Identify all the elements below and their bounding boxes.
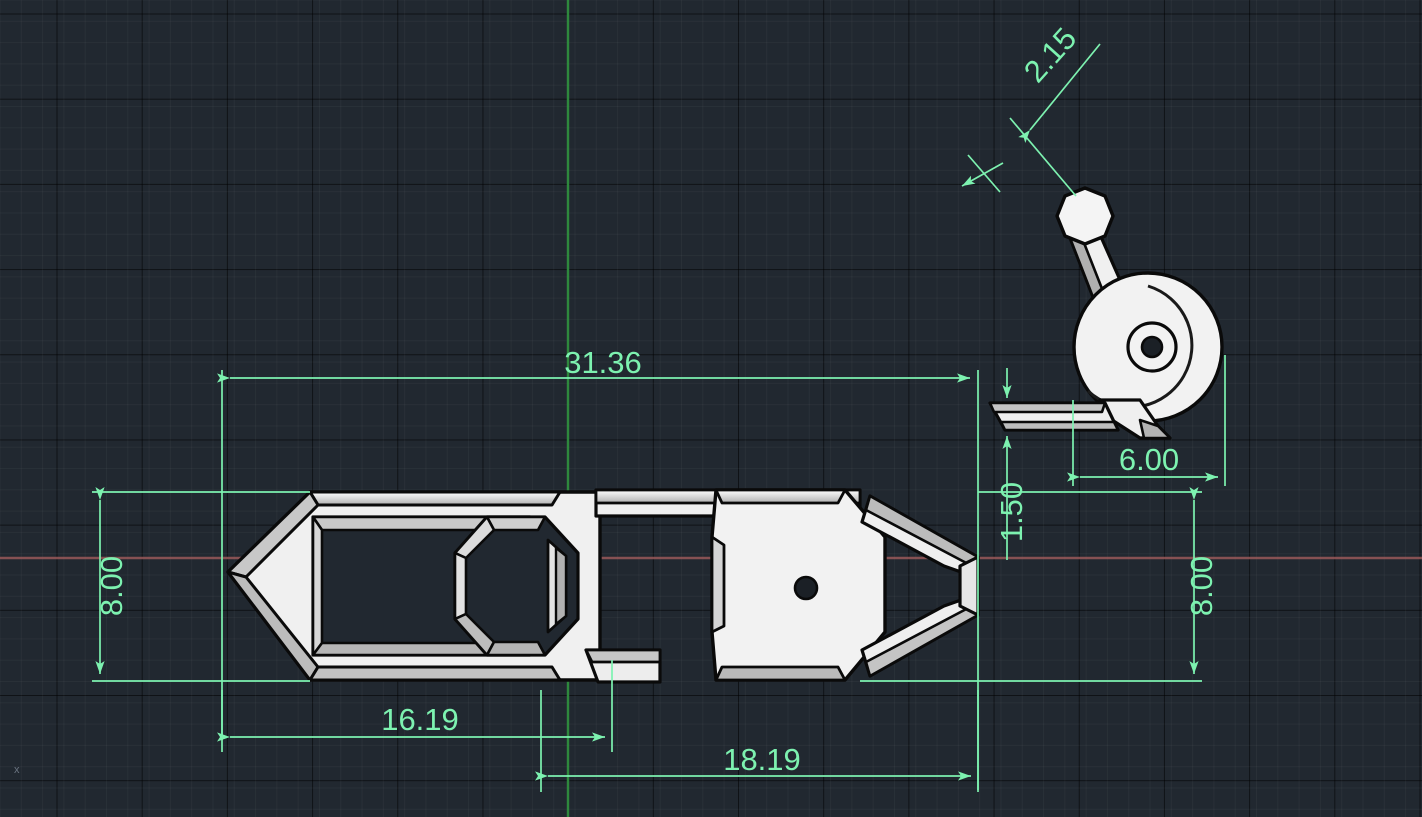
dimension-2-15[interactable] [961, 43, 1101, 197]
link-lower-tab-bevel [584, 648, 662, 664]
dim-label-8-00-right: 8.00 [1184, 556, 1219, 616]
dim-2-15-ext-2 [1009, 117, 1077, 197]
link-disc-bevel-bottom [714, 665, 847, 682]
dim-2-15-line-b [961, 162, 1004, 187]
dimension-annotations[interactable] [92, 43, 1226, 792]
dim-label-2-15: 2.15 [1017, 21, 1083, 89]
flat-plate-top-bevel [988, 401, 1107, 414]
link-fork-tip [958, 555, 980, 617]
part-hub-lever-assembly[interactable] [988, 186, 1224, 440]
knob-octagon [1055, 186, 1115, 246]
dim-label-6-00: 6.00 [1119, 442, 1179, 477]
link-octagon-window-bevel-ll [453, 551, 468, 621]
dim-label-1-50: 1.50 [994, 482, 1029, 542]
dimension-16-19[interactable] [217, 660, 613, 752]
dim-label-8-00-left: 8.00 [94, 556, 129, 616]
link-top-bevel [308, 490, 562, 507]
dimension-8-00-left[interactable] [92, 487, 310, 682]
link-rect-window-left-inner [311, 515, 324, 657]
hub-bore [1140, 335, 1164, 359]
dimension-18-19[interactable] [535, 690, 979, 792]
dim-label-16-19: 16.19 [381, 702, 459, 737]
link-octagon-window-bevel-tl [485, 515, 547, 532]
axis-x-label: x [14, 764, 20, 776]
link-bottom-bevel [308, 665, 562, 682]
dimension-6-00[interactable] [1067, 355, 1226, 486]
link-octagon-window-bevel-b [485, 640, 547, 657]
link-disc-bevel-left [710, 535, 726, 634]
dim-2-15-line-a [1018, 43, 1101, 143]
dimension-8-00-right[interactable] [860, 487, 1202, 682]
link-disc-bore [793, 575, 819, 601]
part-main-link[interactable] [226, 488, 980, 684]
dim-label-18-19: 18.19 [723, 742, 801, 777]
flat-plate-bottom-bevel [999, 420, 1120, 432]
link-disc-bevel-top [714, 488, 847, 505]
hub-foot-shade [1138, 418, 1172, 440]
link-inner-slot-shade [554, 546, 568, 626]
dim-label-31-36: 31.36 [564, 345, 642, 380]
